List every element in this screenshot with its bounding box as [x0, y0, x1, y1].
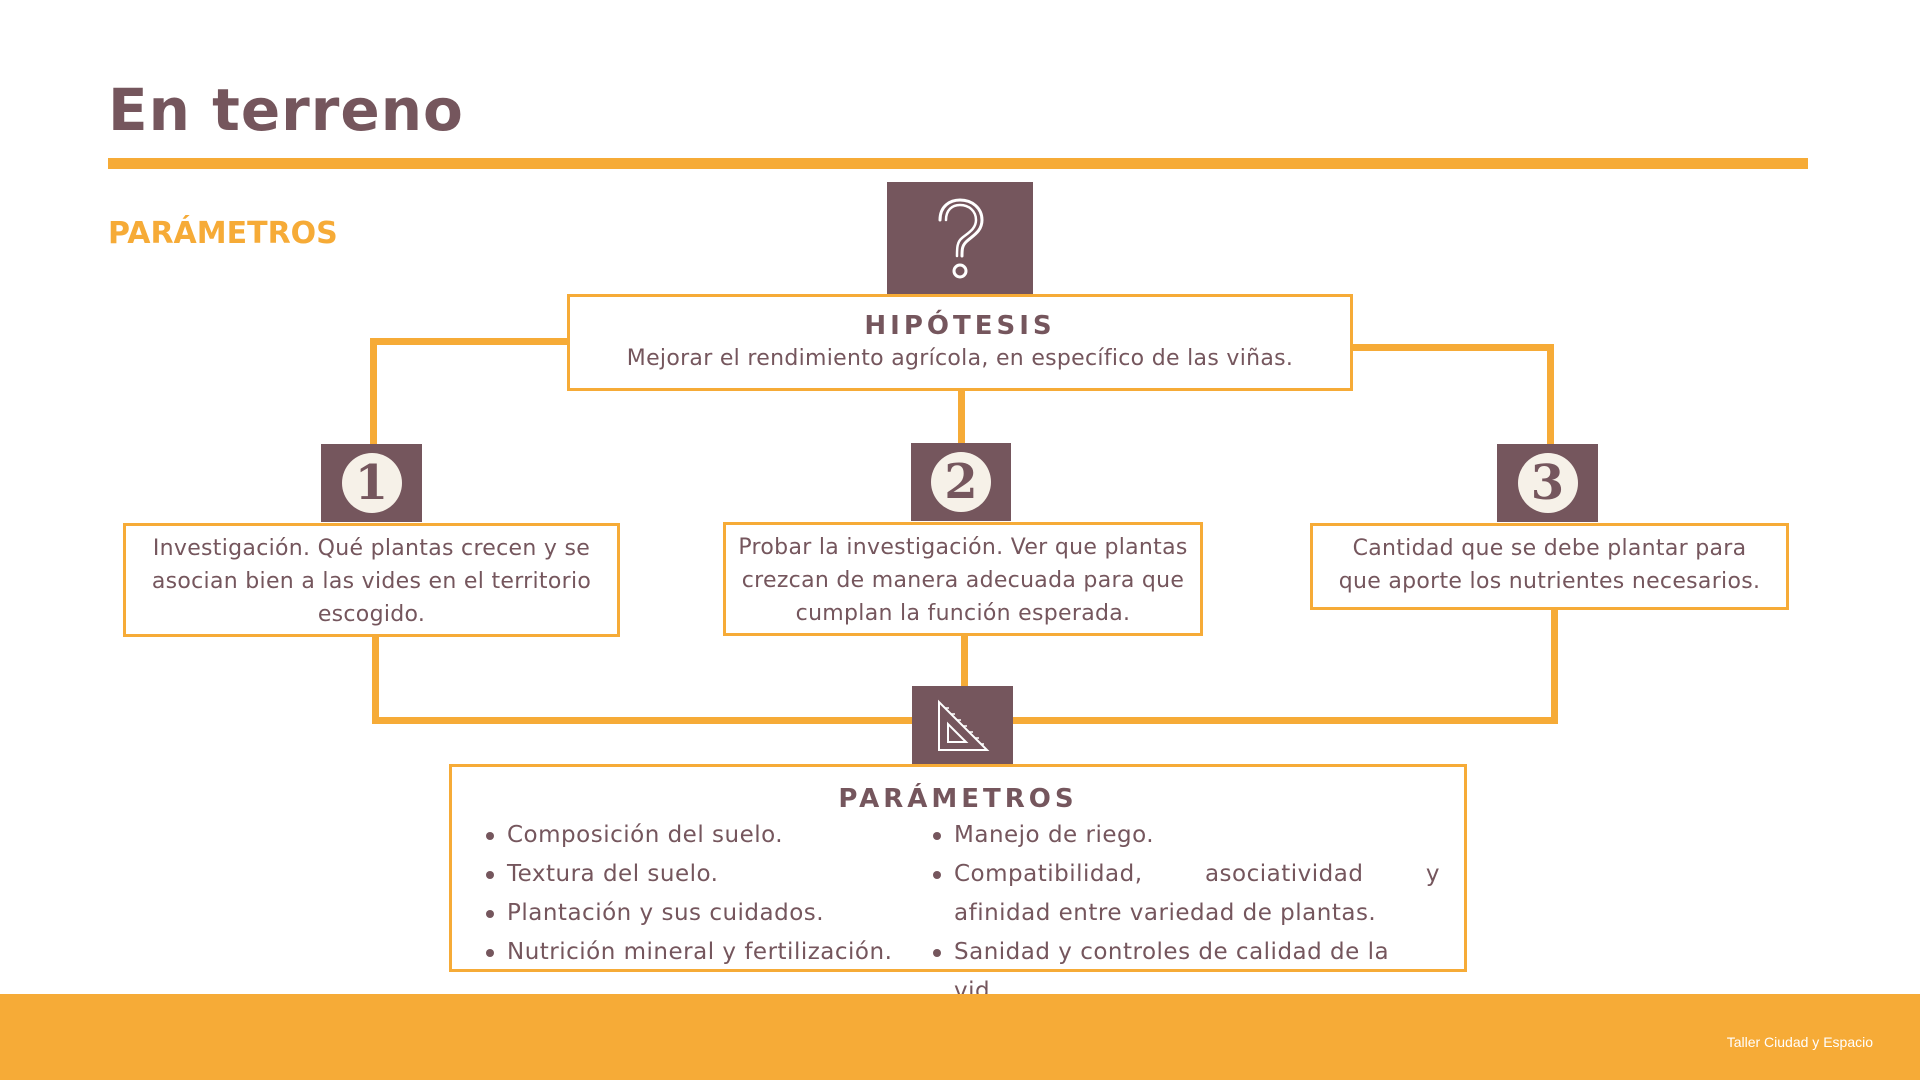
footer-text: Taller Ciudad y Espacio	[1726, 1034, 1873, 1050]
step-1-icon-box: 1	[321, 444, 422, 522]
parameter-item: Plantación y sus cuidados.	[483, 894, 903, 933]
connector-step2-down	[961, 634, 968, 690]
parameter-item: Composición del suelo.	[483, 816, 903, 855]
step-3-text: Cantidad que se debe plantar para que ap…	[1338, 536, 1761, 594]
number-3-icon: 3	[1517, 453, 1578, 513]
footer-bar: Taller Ciudad y Espacio	[0, 994, 1920, 1080]
parameter-item: Manejo de riego.	[930, 816, 1440, 855]
question-box	[887, 182, 1033, 296]
hypothesis-box: HIPÓTESIS Mejorar el rendimiento agrícol…	[567, 294, 1353, 391]
section-subtitle: PARÁMETROS	[108, 216, 338, 251]
hypothesis-title: HIPÓTESIS	[864, 311, 1056, 341]
step-3-icon-box: 3	[1497, 444, 1598, 522]
step-2-box: Probar la investigación. Ver que plantas…	[723, 522, 1203, 636]
connector-center-v	[958, 388, 965, 446]
set-square-icon	[937, 699, 989, 751]
connector-right-v	[1547, 344, 1554, 446]
parameters-box: PARÁMETROS Composición del suelo. Textur…	[449, 764, 1467, 1004]
set-square-box	[912, 686, 1013, 765]
connector-left-v	[370, 338, 377, 446]
step-3-box: Cantidad que se debe plantar para que ap…	[1310, 523, 1789, 610]
step-1-box: Investigación. Qué plantas crecen y se a…	[123, 523, 620, 637]
connector-hyp-left-h	[370, 338, 570, 345]
step-2-icon-box: 2	[911, 443, 1011, 521]
title-underline	[108, 158, 1808, 169]
parameter-item: Nutrición mineral y fertilización.	[483, 933, 903, 972]
question-mark-icon	[938, 198, 984, 279]
parameters-title: PARÁMETROS	[838, 784, 1078, 814]
number-2-icon: 2	[931, 452, 991, 512]
page-title: En terreno	[108, 76, 464, 144]
connector-step3-down	[1551, 607, 1558, 724]
parameter-item: Textura del suelo.	[483, 855, 903, 894]
hypothesis-text: Mejorar el rendimiento agrícola, en espe…	[626, 346, 1294, 371]
step-1-text: Investigación. Qué plantas crecen y se a…	[151, 536, 592, 627]
parameters-list-left: Composición del suelo. Textura del suelo…	[483, 816, 903, 972]
connector-hyp-right-h	[1350, 344, 1554, 351]
parameter-item: Compatibilidad, asociatividad y afinidad…	[930, 855, 1440, 933]
step-2-text: Probar la investigación. Ver que plantas…	[738, 535, 1188, 626]
number-1-icon: 1	[341, 453, 402, 513]
parameters-list-right: Manejo de riego. Compatibilidad, asociat…	[930, 816, 1440, 1011]
connector-step1-down	[372, 634, 379, 724]
